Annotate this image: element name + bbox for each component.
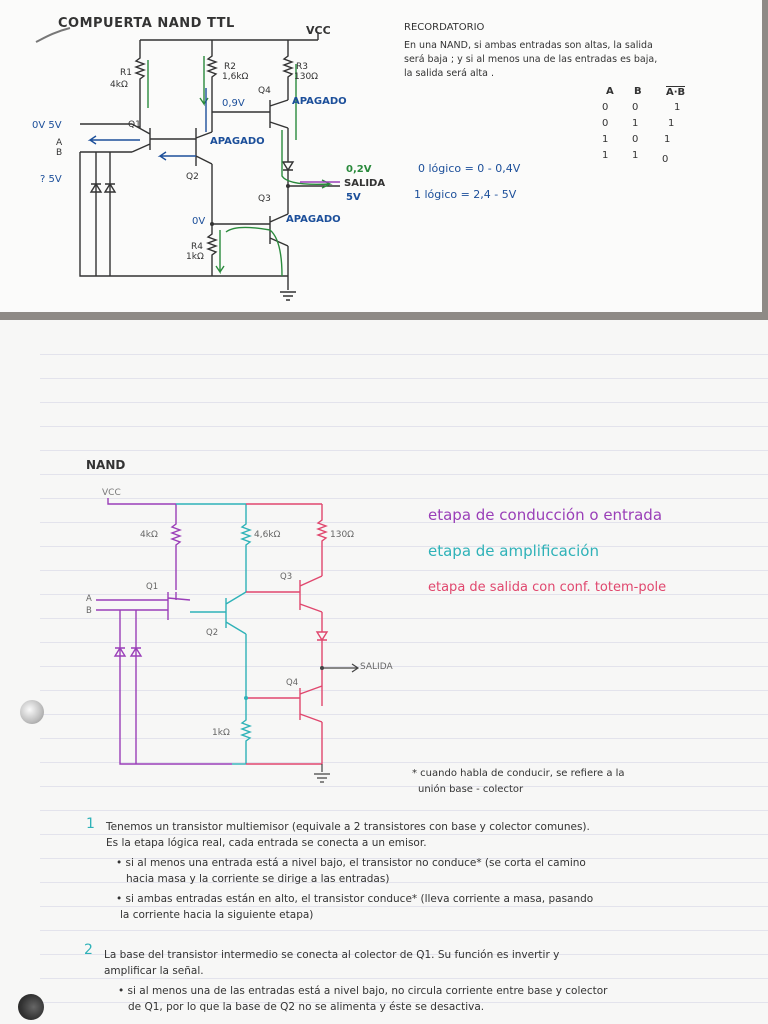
legend-amplification-stage: etapa de amplificación (428, 542, 599, 560)
tt-r0-out: 1 (674, 102, 681, 113)
bottom-title: NAND (86, 458, 126, 472)
tt-r2-a: 1 (602, 134, 609, 145)
bottom-r1-value: 4kΩ (140, 530, 158, 540)
top-r3-name: R3 (296, 62, 308, 72)
paragraph-1-number: 1 (86, 816, 95, 832)
tt-r3-b: 1 (632, 150, 639, 161)
note-line-2: unión base - colector (418, 784, 524, 795)
tt-r0-b: 0 (632, 102, 639, 113)
top-output-low-voltage: 0,2V (346, 164, 372, 175)
tt-header-b: B (634, 86, 642, 97)
top-nand-circuit (79, 32, 340, 301)
top-salida-label: SALIDA (344, 178, 386, 189)
top-r2-value: 1,6kΩ (222, 72, 249, 82)
p1-line-2: Es la etapa lógica real, cada entrada se… (106, 837, 427, 849)
tt-r3-out: 0 (662, 154, 669, 165)
p1-line-5: • si ambas entradas están en alto, el tr… (116, 893, 594, 905)
top-r1-value: 4kΩ (110, 80, 128, 90)
bottom-r2-value: 4,6kΩ (254, 530, 281, 540)
title-pen-stroke (35, 27, 71, 43)
tt-r2-out: 1 (664, 134, 671, 145)
p1-line-3: • si al menos una entrada está a nivel b… (116, 857, 586, 869)
p1-line-6: la corriente hacia la siguiente etapa) (120, 909, 314, 921)
top-apagado-q3: APAGADO (286, 214, 341, 225)
top-r3-value: 130Ω (294, 72, 319, 82)
bottom-input-b: B (86, 606, 92, 616)
p2-line-4: de Q1, por lo que la base de Q2 no se al… (128, 1001, 485, 1013)
reminder-line-1: En una NAND, si ambas entradas son altas… (404, 40, 653, 51)
top-r2-name: R2 (224, 62, 236, 72)
top-q3-label: Q3 (258, 194, 271, 204)
tt-header-a: A (606, 86, 614, 97)
top-title: COMPUERTA NAND TTL (58, 16, 235, 31)
top-q4-label: Q4 (258, 86, 271, 96)
bottom-q3-label: Q3 (280, 572, 293, 582)
paragraph-2-number: 2 (84, 942, 93, 958)
tt-r0-a: 0 (602, 102, 609, 113)
p2-line-2: amplificar la señal. (104, 965, 204, 977)
punch-hole (18, 994, 44, 1020)
tt-header-out: A·B (666, 86, 686, 98)
bottom-r3-value: 130Ω (330, 530, 355, 540)
top-input-voltages: 0V 5V (32, 120, 62, 131)
top-note-sheet: COMPUERTA NAND TTL VCC (0, 0, 762, 312)
logic-zero-range: 0 lógico = 0 - 0,4V (418, 162, 521, 175)
bottom-note-sheet: NAND VCC (0, 320, 768, 1024)
bottom-nand-circuit (96, 498, 360, 783)
punch-hole (20, 700, 44, 724)
top-r4-value: 1kΩ (186, 252, 204, 262)
bottom-input-a: A (86, 594, 92, 604)
top-r1-name: R1 (120, 68, 132, 78)
tt-r1-b: 1 (632, 118, 639, 129)
tt-r1-a: 0 (602, 118, 609, 129)
bottom-r4-value: 1kΩ (212, 728, 230, 738)
top-q2-label: Q2 (186, 172, 199, 182)
top-vcc-label: VCC (306, 24, 331, 37)
legend-output-stage: etapa de salida con conf. totem-pole (428, 580, 667, 595)
top-q2-base-voltage: 0,9V (222, 98, 245, 109)
bottom-vcc-label: VCC (102, 488, 121, 498)
p2-line-1: La base del transistor intermedio se con… (104, 949, 560, 961)
note-line-1: * cuando habla de conducir, se refiere a… (412, 768, 625, 779)
top-apagado-q4: APAGADO (292, 96, 347, 107)
reminder-line-3: la salida será alta . (404, 68, 494, 79)
reminder-line-2: será baja ; y si al menos una de las ent… (404, 54, 658, 65)
bottom-salida-label: SALIDA (360, 662, 393, 672)
reminder-title: RECORDATORIO (404, 22, 485, 33)
top-input-b: B (56, 148, 63, 158)
top-input-a: A (56, 138, 63, 148)
tt-r3-a: 1 (602, 150, 609, 161)
p2-line-3: • si al menos una de las entradas está a… (118, 985, 608, 997)
p1-line-1: Tenemos un transistor multiemisor (equiv… (106, 821, 590, 833)
legend-input-stage: etapa de conducción o entrada (428, 506, 663, 524)
p1-line-4: hacia masa y la corriente se dirige a la… (126, 873, 390, 885)
tt-r2-b: 0 (632, 134, 639, 145)
top-q1-label: Q1 (128, 120, 141, 130)
bottom-q2-label: Q2 (206, 628, 219, 638)
bottom-q1-label: Q1 (146, 582, 159, 592)
top-question-5v: ? 5V (40, 174, 62, 185)
top-output-high-voltage: 5V (346, 192, 361, 203)
bottom-q4-label: Q4 (286, 678, 299, 688)
top-q3-base-voltage: 0V (192, 216, 206, 227)
logic-one-range: 1 lógico = 2,4 - 5V (414, 188, 517, 201)
top-apagado-q2: APAGADO (210, 136, 265, 147)
top-r4-name: R4 (191, 242, 203, 252)
tt-r1-out: 1 (668, 118, 675, 129)
